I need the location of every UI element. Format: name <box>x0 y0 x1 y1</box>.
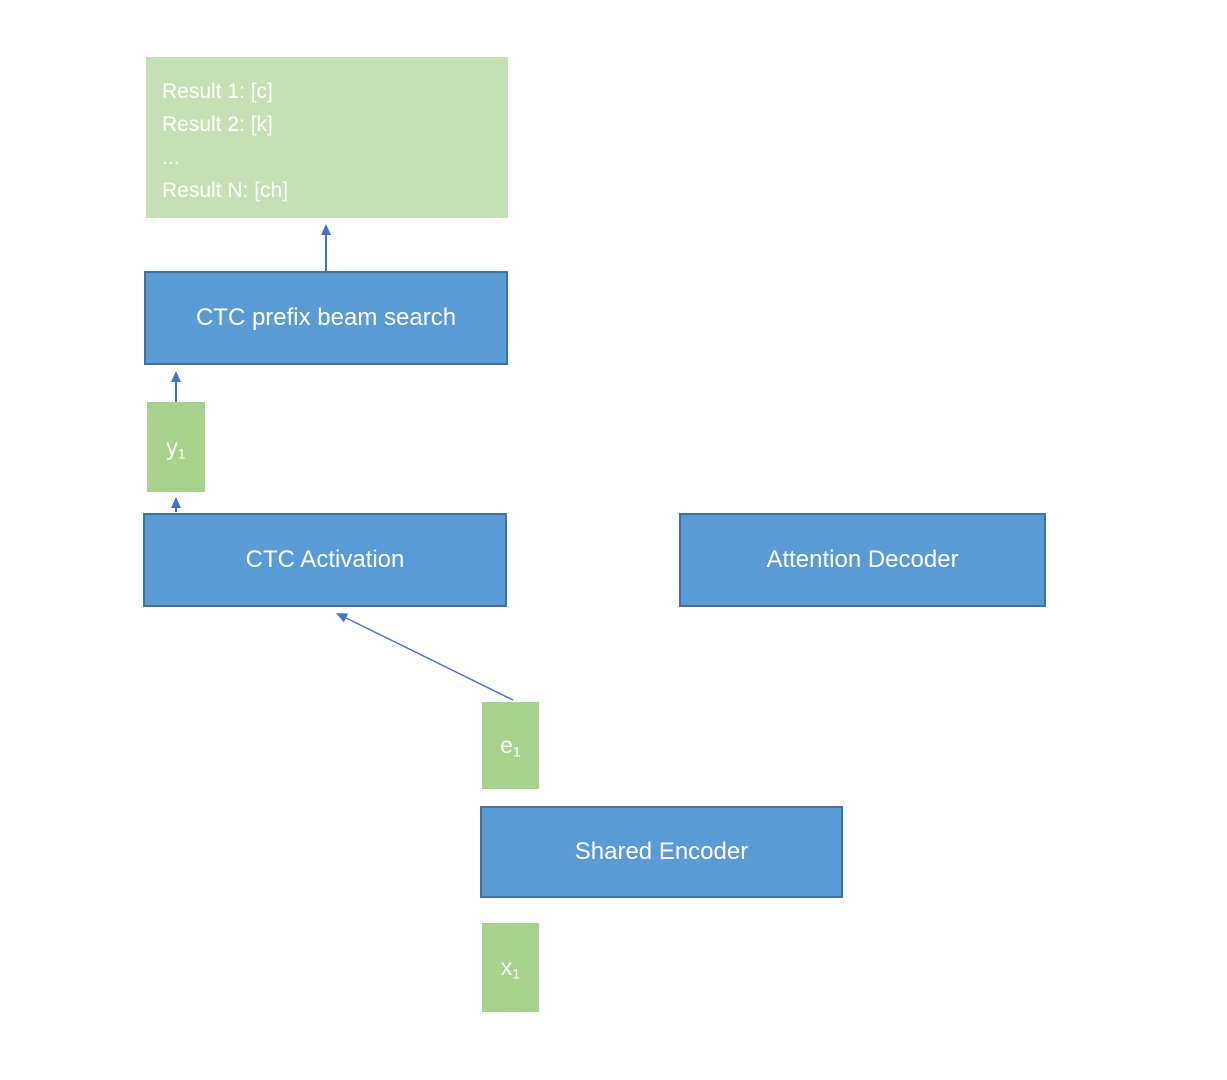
e1-label: e1 <box>500 732 521 761</box>
y1-label: y1 <box>166 433 186 463</box>
x1-box: x1 <box>482 923 539 1012</box>
attention-decoder-label: Attention Decoder <box>766 546 959 573</box>
ctc-activation-label: CTC Activation <box>245 546 405 573</box>
attention-decoder-box: Attention Decoder <box>679 513 1046 607</box>
x1-label: x1 <box>500 954 521 983</box>
y1-box: y1 <box>147 402 205 492</box>
shared-encoder-box: Shared Encoder <box>480 806 843 898</box>
shared-encoder-label: Shared Encoder <box>574 838 749 865</box>
result-line-1: Result 1: [c] <box>162 80 273 103</box>
ctc-prefix-beam-search-box: CTC prefix beam search <box>144 271 508 365</box>
result-line-ellipsis: ... <box>162 146 180 169</box>
result-line-n: Result N: [ch] <box>162 179 289 202</box>
ctc-activation-box: CTC Activation <box>143 513 507 607</box>
arrow-e1-to-activation <box>336 613 514 701</box>
ctc-prefix-beam-search-label: CTC prefix beam search <box>195 304 457 331</box>
e1-box: e1 <box>482 702 539 789</box>
result-line-2: Result 2: [k] <box>162 113 273 136</box>
results-box: Result 1: [c] Result 2: [k] ... Result N… <box>146 57 508 218</box>
